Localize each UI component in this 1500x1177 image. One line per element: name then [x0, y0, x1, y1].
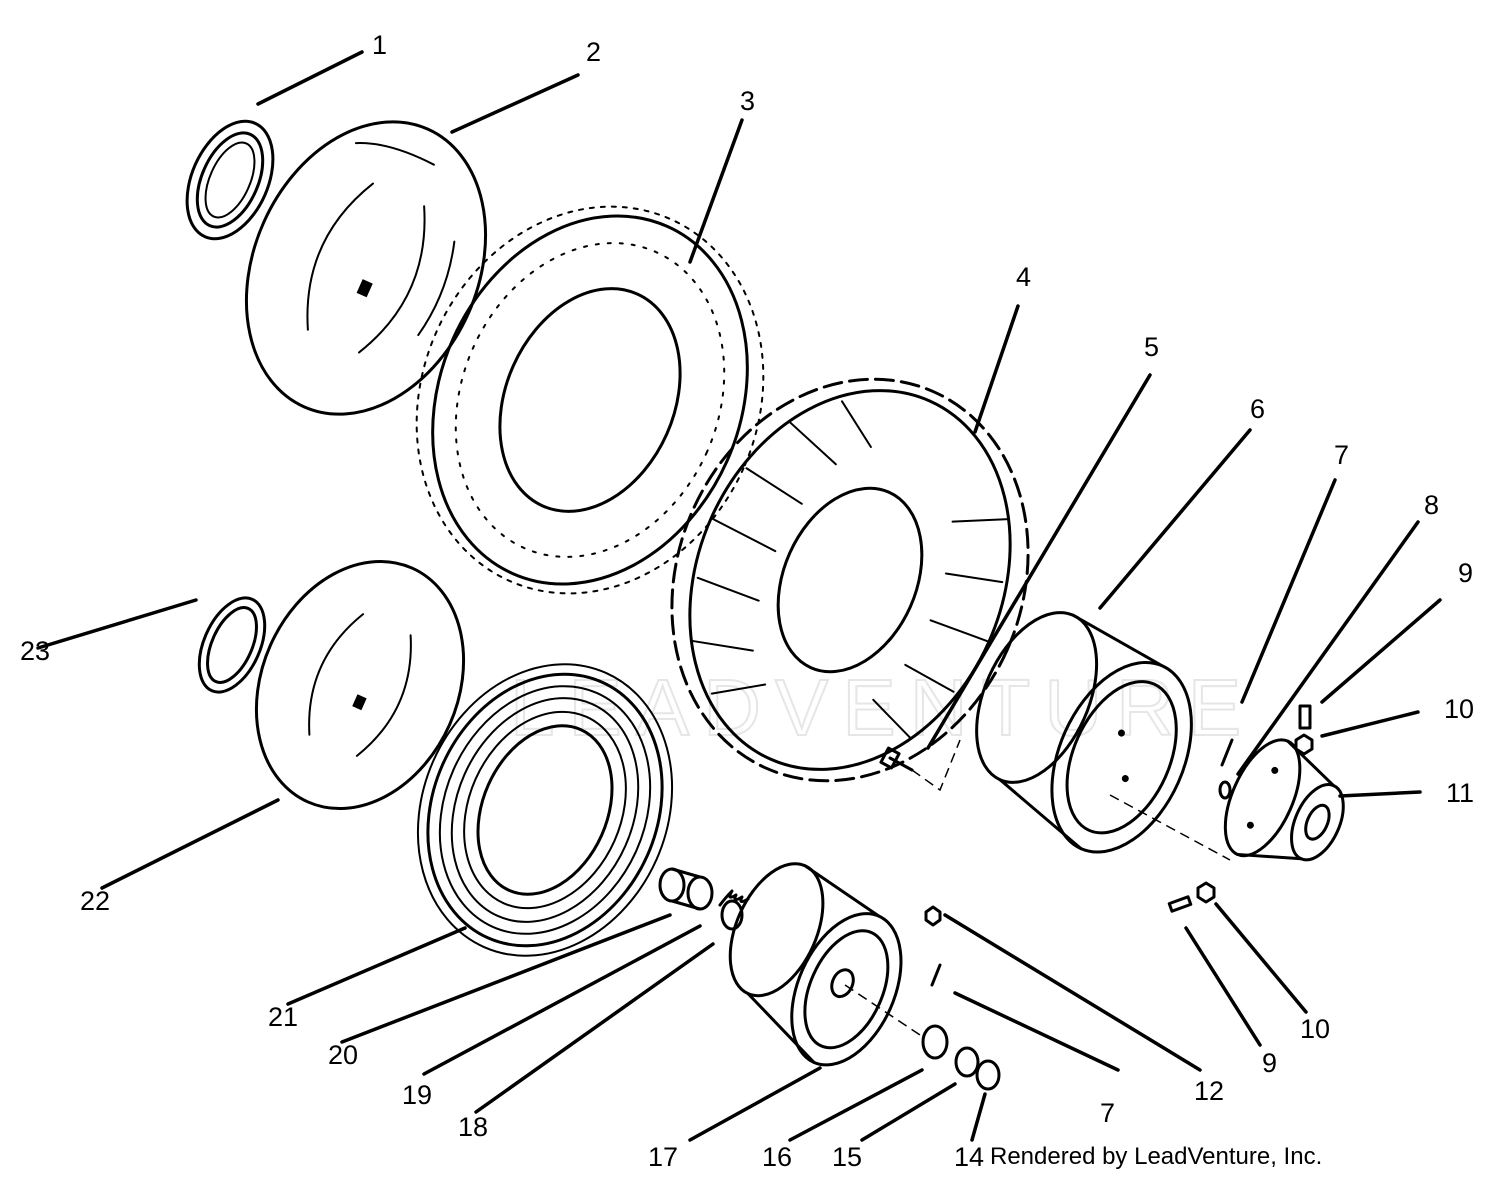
- callout-19: 19: [402, 1080, 432, 1110]
- callout-10-upper: 10: [1444, 694, 1474, 724]
- part-9-upper-bolt: [1298, 704, 1312, 730]
- callout-8: 8: [1424, 490, 1439, 520]
- part-4-lug-tire: [670, 377, 1030, 783]
- callout-11: 11: [1446, 778, 1474, 808]
- part-7-lower-bolt: [930, 963, 942, 987]
- part-20-spacer: [658, 867, 714, 911]
- part-3-turf-tire: [415, 205, 765, 595]
- callout-21: 21: [268, 1002, 298, 1032]
- part-21-ribbed-tire: [416, 663, 674, 957]
- part-12-nut: [924, 905, 942, 927]
- part-2-inner-tube: [244, 120, 488, 416]
- callout-14: 14: [954, 1142, 984, 1172]
- part-6-guide-line: [1109, 794, 1231, 861]
- callout-9-upper: 9: [1458, 558, 1473, 588]
- callout-3: 3: [740, 86, 755, 116]
- part-16-bearing: [921, 1024, 949, 1060]
- part-11-hub: [1223, 738, 1345, 862]
- callout-12: 12: [1194, 1076, 1224, 1106]
- callout-22: 22: [80, 886, 110, 916]
- callout-23: 23: [20, 636, 50, 666]
- part-9-lower-bolt: [1167, 895, 1193, 913]
- callout-17: 17: [648, 1142, 678, 1172]
- callout-7-upper: 7: [1334, 440, 1349, 470]
- watermark: LEADVENTURE: [510, 663, 1255, 752]
- part-15-washer: [954, 1046, 980, 1078]
- part-5-guide-line: [911, 739, 961, 792]
- part-8-pin: [1218, 780, 1232, 800]
- callout-9-lower: 9: [1262, 1048, 1277, 1078]
- callout-6: 6: [1250, 394, 1265, 424]
- part-10-lower-nut: [1196, 881, 1216, 904]
- callout-20: 20: [328, 1040, 358, 1070]
- callout-10-lower: 10: [1300, 1014, 1330, 1044]
- credit-text: Rendered by LeadVenture, Inc.: [990, 1143, 1322, 1170]
- leader-lines: [36, 50, 1442, 1142]
- part-6-rear-wheel: [975, 611, 1193, 854]
- part-19-spring: [718, 889, 750, 907]
- part-14-seal: [975, 1059, 1001, 1091]
- part-7-upper-key: [1220, 738, 1234, 767]
- part-22-inner-tube: [254, 559, 466, 811]
- part-5-bolt: [879, 746, 914, 772]
- part-23-rim-ring: [197, 596, 267, 694]
- callout-2: 2: [586, 37, 601, 67]
- callout-16: 16: [762, 1142, 792, 1172]
- callout-4: 4: [1016, 262, 1031, 292]
- callout-15: 15: [832, 1142, 862, 1172]
- callout-18: 18: [458, 1112, 488, 1142]
- part-17-front-wheel: [728, 862, 903, 1067]
- callout-7-lower: 7: [1100, 1098, 1115, 1128]
- callout-1: 1: [372, 30, 387, 60]
- callout-5: 5: [1144, 332, 1159, 362]
- part-18-washer: [720, 899, 744, 931]
- part-1-rim-ring: [185, 119, 275, 241]
